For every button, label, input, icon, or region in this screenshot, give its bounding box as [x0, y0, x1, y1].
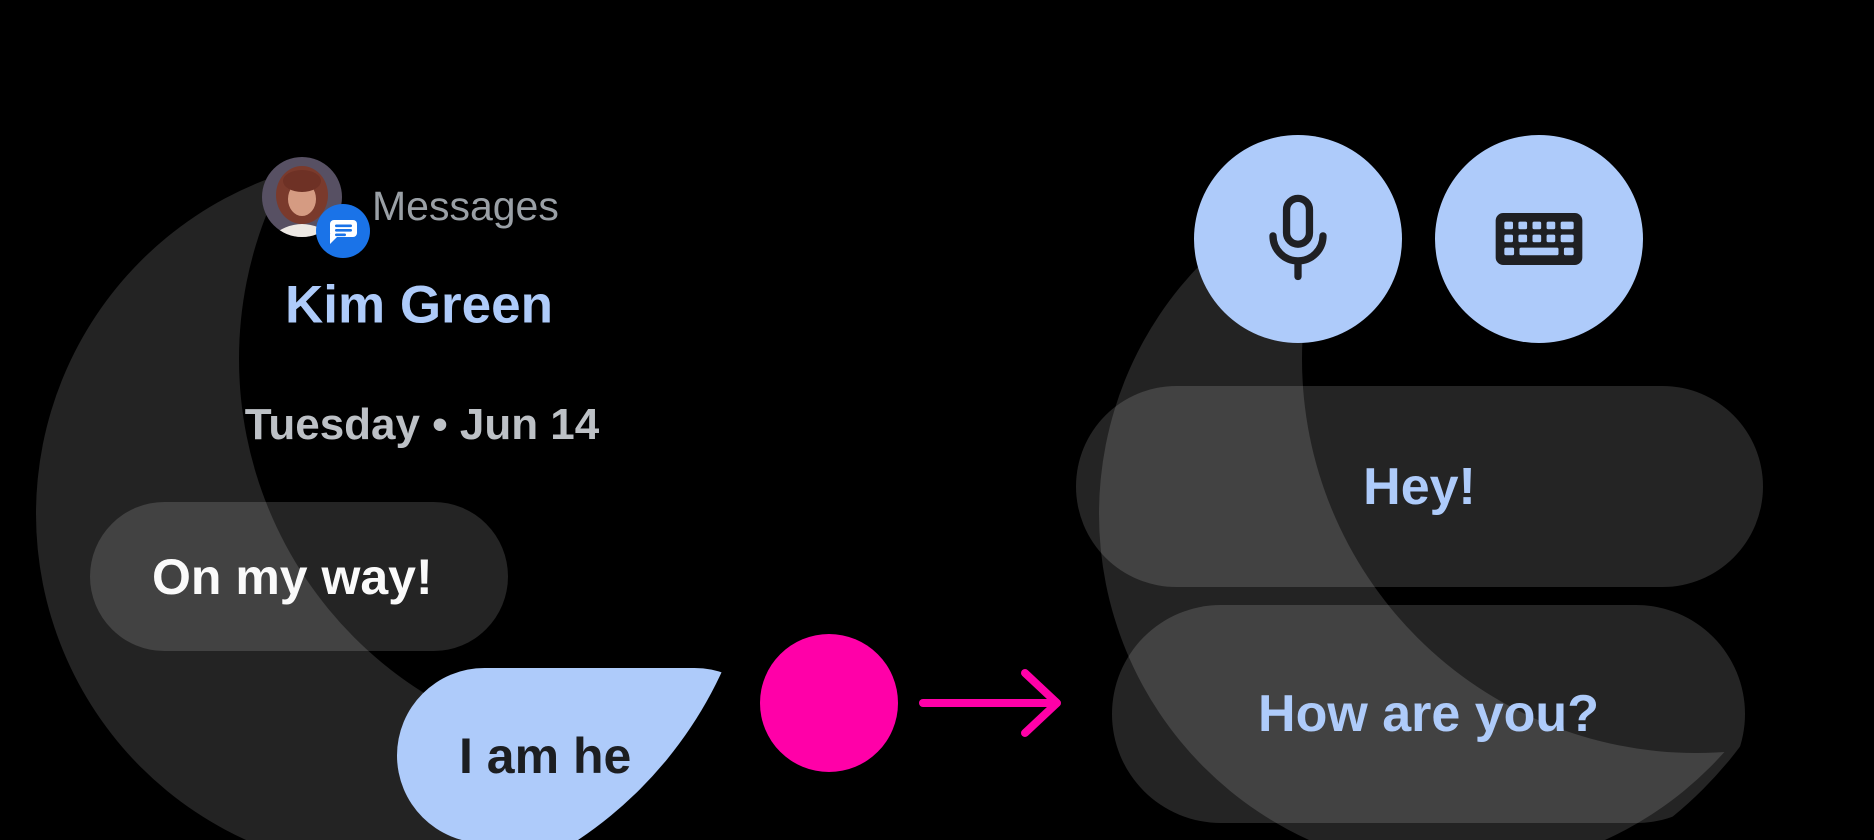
mic-icon	[1269, 194, 1327, 281]
contact-name: Kim Green	[284, 275, 554, 335]
outgoing-message-text: I am he	[459, 727, 632, 784]
incoming-message-text: On my way!	[152, 548, 433, 605]
app-label: Messages	[372, 183, 559, 229]
voice-input-button[interactable]	[1194, 135, 1402, 343]
keyboard-icon	[1495, 213, 1583, 265]
incoming-message-bubble: On my way!	[90, 502, 508, 651]
tap-indicator-dot	[760, 634, 898, 772]
right-arrow-icon	[919, 669, 1061, 737]
date-header: Tuesday • Jun 14	[244, 400, 600, 449]
messages-app-icon	[316, 204, 370, 258]
outgoing-message-bubble: I am he	[397, 668, 759, 840]
right-watch-screen: Hey! How are you?	[1010, 96, 1822, 840]
left-watch-screen: Messages Kim Green Tuesday • Jun 14 On m…	[0, 96, 759, 840]
suggestion-chip-hey[interactable]: Hey!	[1076, 386, 1763, 587]
suggestion-chip-label: Hey!	[1363, 457, 1476, 516]
keyboard-input-button[interactable]	[1435, 135, 1643, 343]
suggestion-chip-how-are-you[interactable]: How are you?	[1112, 605, 1745, 823]
messages-icon	[316, 204, 370, 258]
suggestion-chip-label: How are you?	[1258, 685, 1599, 743]
